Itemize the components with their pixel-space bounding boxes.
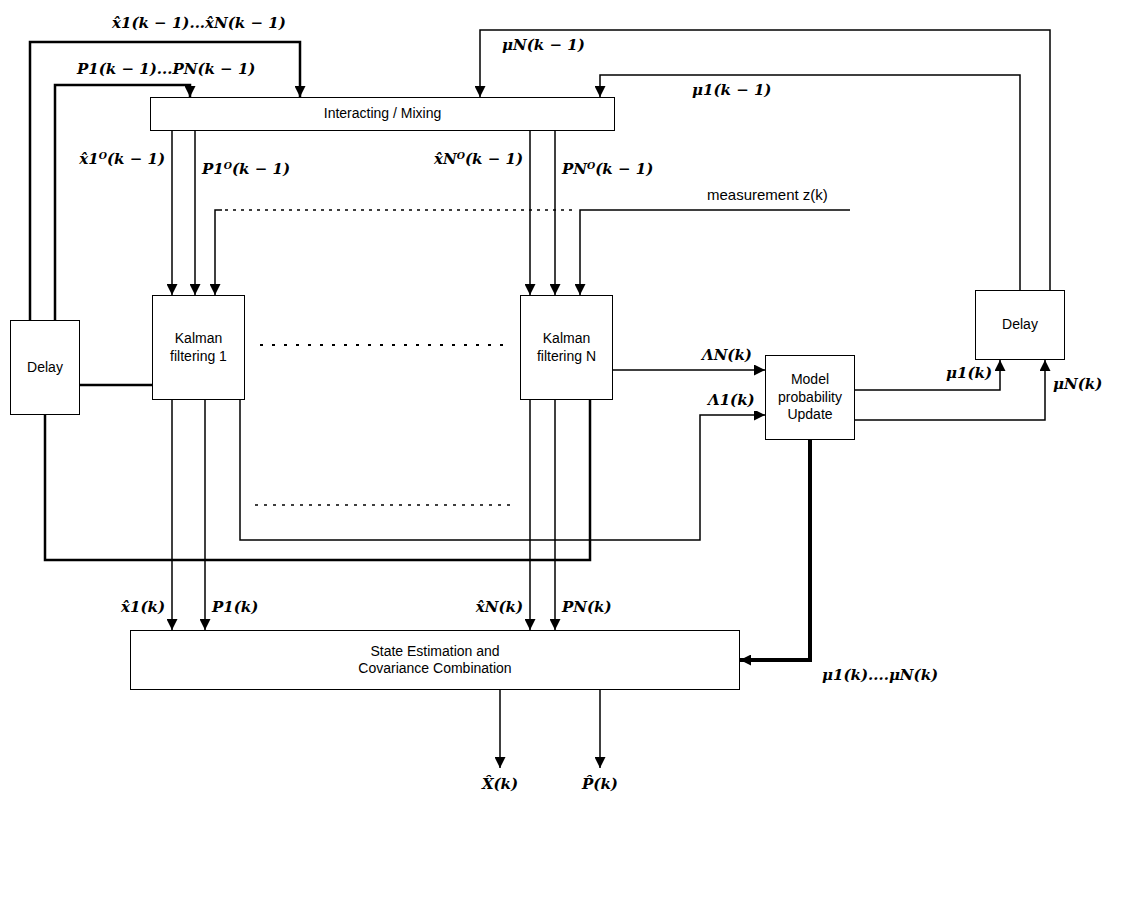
combination-box: State Estimation and Covariance Combinat… [130,630,740,690]
connector [554,131,556,295]
signal-label: x̂N(k) [474,598,525,618]
connector [80,384,152,387]
delay-box: Delay [975,290,1065,360]
signal-label: P1(k − 1)...PN(k − 1) [75,60,257,80]
output-arrow [599,690,601,768]
signal-label: ΛN(k) [700,346,754,366]
measurement-line [580,210,850,295]
connector [855,360,1045,420]
signal-label: x̂1ᴼ(k − 1) [77,150,167,170]
signal-label: μ1(k − 1) [690,81,773,101]
signal-label: PNᴼ(k − 1) [560,160,655,180]
probability-update-box: Model probability Update [765,355,855,440]
output-arrow [499,690,501,768]
mixing-box: Interacting / Mixing [150,97,615,131]
output-label: P̂(k) [580,775,620,795]
connector [554,400,556,630]
signal-label: μ1(k) [944,364,994,384]
box-label: Delay [27,359,63,377]
box-label: Model probability Update [770,371,850,424]
connector [529,400,531,630]
signal-label: μN(k) [1051,375,1104,395]
box-label: Kalman filtering N [525,330,608,365]
connector [600,75,1020,290]
input-label: measurement z(k) [705,185,830,205]
connector [613,369,765,371]
connector [171,131,173,295]
signal-label: μN(k − 1) [500,36,587,56]
signal-label: x̂1(k − 1)...x̂N(k − 1) [110,14,288,34]
signal-label: PN(k) [560,598,614,618]
box-label: State Estimation and Covariance Combinat… [340,643,530,678]
signal-label: x̂1(k) [119,598,167,618]
connector [171,400,173,630]
delay-box: Delay [10,320,80,415]
kalman-filter-box: Kalman filtering N [520,295,613,400]
signal-label: x̂Nᴼ(k − 1) [432,150,525,170]
box-label: Kalman filtering 1 [157,330,240,365]
connector [30,42,300,320]
signal-label: P1(k) [210,598,260,618]
connector [480,30,1050,290]
connector [740,440,810,660]
dotted-line [222,209,572,211]
output-label: X̂(k) [480,775,520,795]
signal-label: Λ1(k) [706,391,757,411]
signal-label: μ1(k)....μN(k) [820,666,940,686]
box-label: Interacting / Mixing [324,105,442,123]
connector [194,131,196,295]
dotted-line [255,504,510,506]
box-label: Delay [1002,316,1038,334]
measurement-line [215,210,222,295]
connector [204,400,206,630]
connector [45,400,590,560]
dotted-line [260,344,505,346]
connector [855,360,1000,390]
kalman-filter-box: Kalman filtering 1 [152,295,245,400]
connector [529,131,531,295]
connector [240,400,765,540]
signal-label: P1ᴼ(k − 1) [200,160,292,180]
